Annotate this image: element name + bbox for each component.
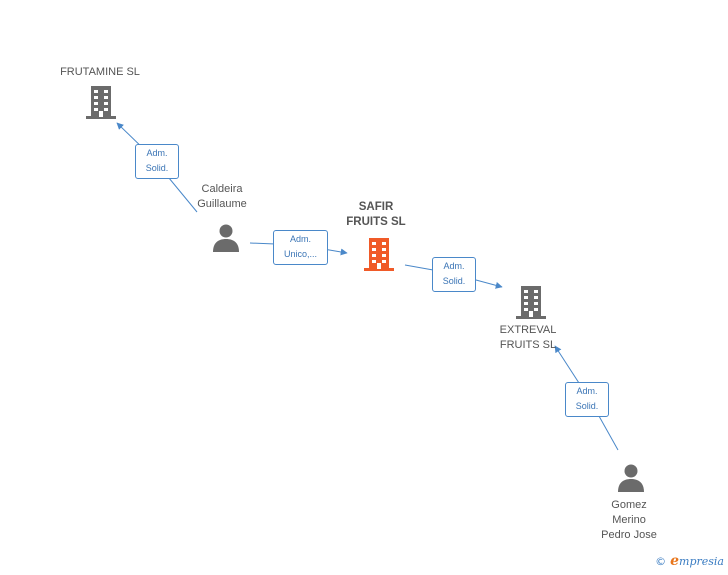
gomez-label-line1: Gomez	[611, 499, 647, 511]
brand-letter-e: e	[670, 553, 680, 569]
caldeira-label: Caldeira Guillaume	[172, 182, 272, 212]
empresia-brand[interactable]: ©empresia	[655, 553, 724, 569]
relation-line2: Solid.	[442, 276, 466, 286]
relation-line2: Solid.	[145, 163, 169, 173]
building-icon[interactable]	[514, 284, 548, 320]
frutamine-label: FRUTAMINE SL	[60, 66, 140, 78]
safir-label-line2: FRUITS SL	[346, 216, 406, 228]
building-icon-main[interactable]	[362, 236, 396, 272]
person-icon[interactable]	[210, 223, 242, 253]
relation-box-caldeira-safir[interactable]: Adm. Unico,...	[273, 230, 328, 265]
relation-box-safir-extreval[interactable]: Adm. Solid.	[432, 257, 476, 292]
extreval-label-line2: FRUITS SL	[499, 339, 557, 351]
building-icon[interactable]	[84, 84, 118, 120]
relation-box-gomez-extreval[interactable]: Adm. Solid.	[565, 382, 609, 417]
relation-line1: Adm.	[576, 386, 598, 396]
relation-line1: Adm.	[443, 261, 465, 271]
gomez-label-line3: Pedro Jose	[601, 529, 657, 541]
extreval-label-line1: EXTREVAL	[499, 324, 557, 336]
relation-line1: Adm.	[146, 148, 168, 158]
relation-line2: Solid.	[575, 401, 599, 411]
extreval-label: EXTREVAL FRUITS SL	[478, 323, 578, 353]
brand-name: mpresia	[679, 555, 724, 568]
caldeira-label-line2: Guillaume	[197, 198, 247, 210]
copyright-symbol: ©	[655, 555, 667, 568]
caldeira-label-line1: Caldeira	[201, 183, 243, 195]
relation-line2: Unico,...	[283, 249, 317, 259]
safir-label-line1: SAFIR	[358, 201, 394, 213]
gomez-label-line2: Merino	[612, 514, 646, 526]
relation-box-caldeira-frutamine[interactable]: Adm. Solid.	[135, 144, 179, 179]
person-icon[interactable]	[615, 463, 647, 493]
relation-line1: Adm.	[289, 234, 311, 244]
safir-label: SAFIR FRUITS SL	[326, 200, 426, 230]
gomez-label: Gomez Merino Pedro Jose	[579, 498, 679, 543]
